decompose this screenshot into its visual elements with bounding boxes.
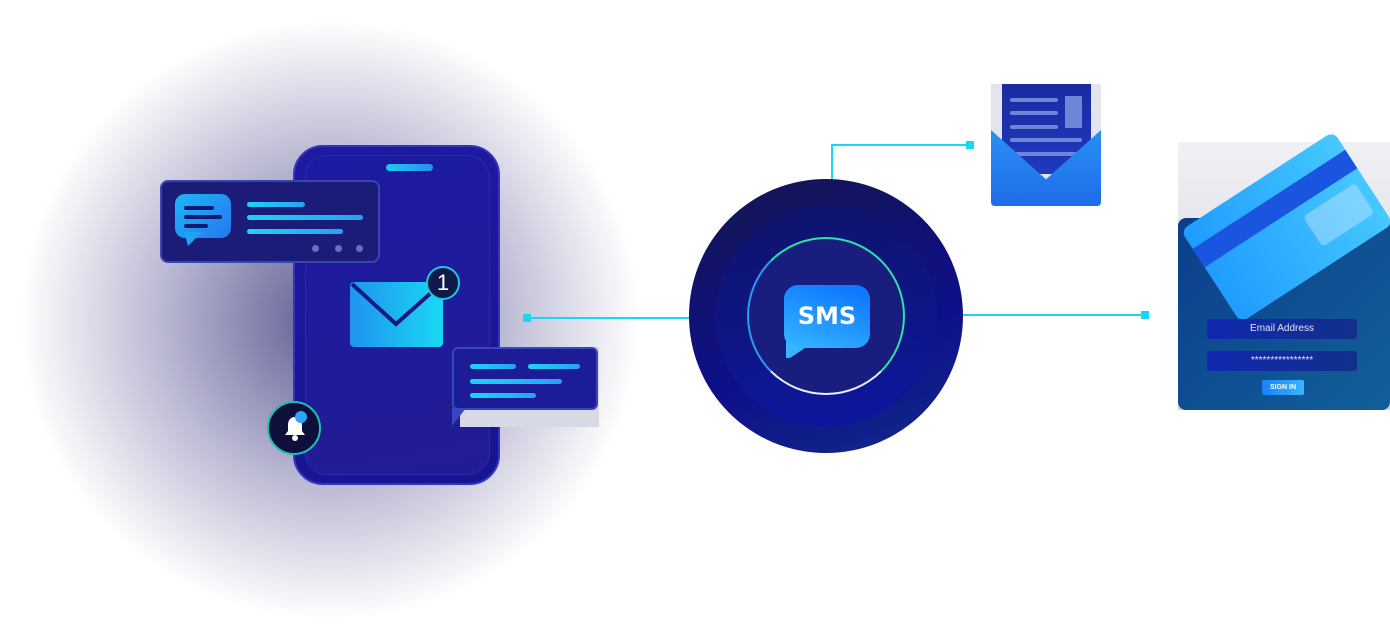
connector-up xyxy=(831,144,833,180)
reply-bubble-tail xyxy=(452,408,466,426)
text-line xyxy=(470,364,516,369)
sign-in-button[interactable]: SIGN IN xyxy=(1262,380,1304,395)
bell-notification xyxy=(267,401,321,455)
reply-message-card xyxy=(452,347,598,410)
chat-message-card xyxy=(160,180,380,263)
connector-left xyxy=(527,317,690,319)
connector-node xyxy=(523,314,531,322)
email-field[interactable]: Email Address xyxy=(1207,319,1357,339)
notification-badge: 1 xyxy=(426,266,460,300)
phone-notch xyxy=(386,164,433,171)
text-line xyxy=(470,379,562,384)
connector-top xyxy=(831,144,969,146)
typing-dot xyxy=(356,245,363,252)
connector-right xyxy=(963,314,1146,316)
chat-bubble-tail xyxy=(184,232,202,246)
text-line xyxy=(528,364,580,369)
chat-bubble-icon xyxy=(175,194,231,238)
text-line xyxy=(247,215,363,220)
connector-node xyxy=(966,141,974,149)
bell-alert-dot xyxy=(295,411,307,423)
text-line xyxy=(247,229,343,234)
connector-node xyxy=(1141,311,1149,319)
text-line xyxy=(247,202,305,207)
typing-dot xyxy=(312,245,319,252)
password-field[interactable]: **************** xyxy=(1207,351,1357,371)
typing-dot xyxy=(335,245,342,252)
text-line xyxy=(470,393,536,398)
sms-bubble-label: SMS xyxy=(784,285,870,348)
mail-envelope-icon xyxy=(350,282,443,347)
